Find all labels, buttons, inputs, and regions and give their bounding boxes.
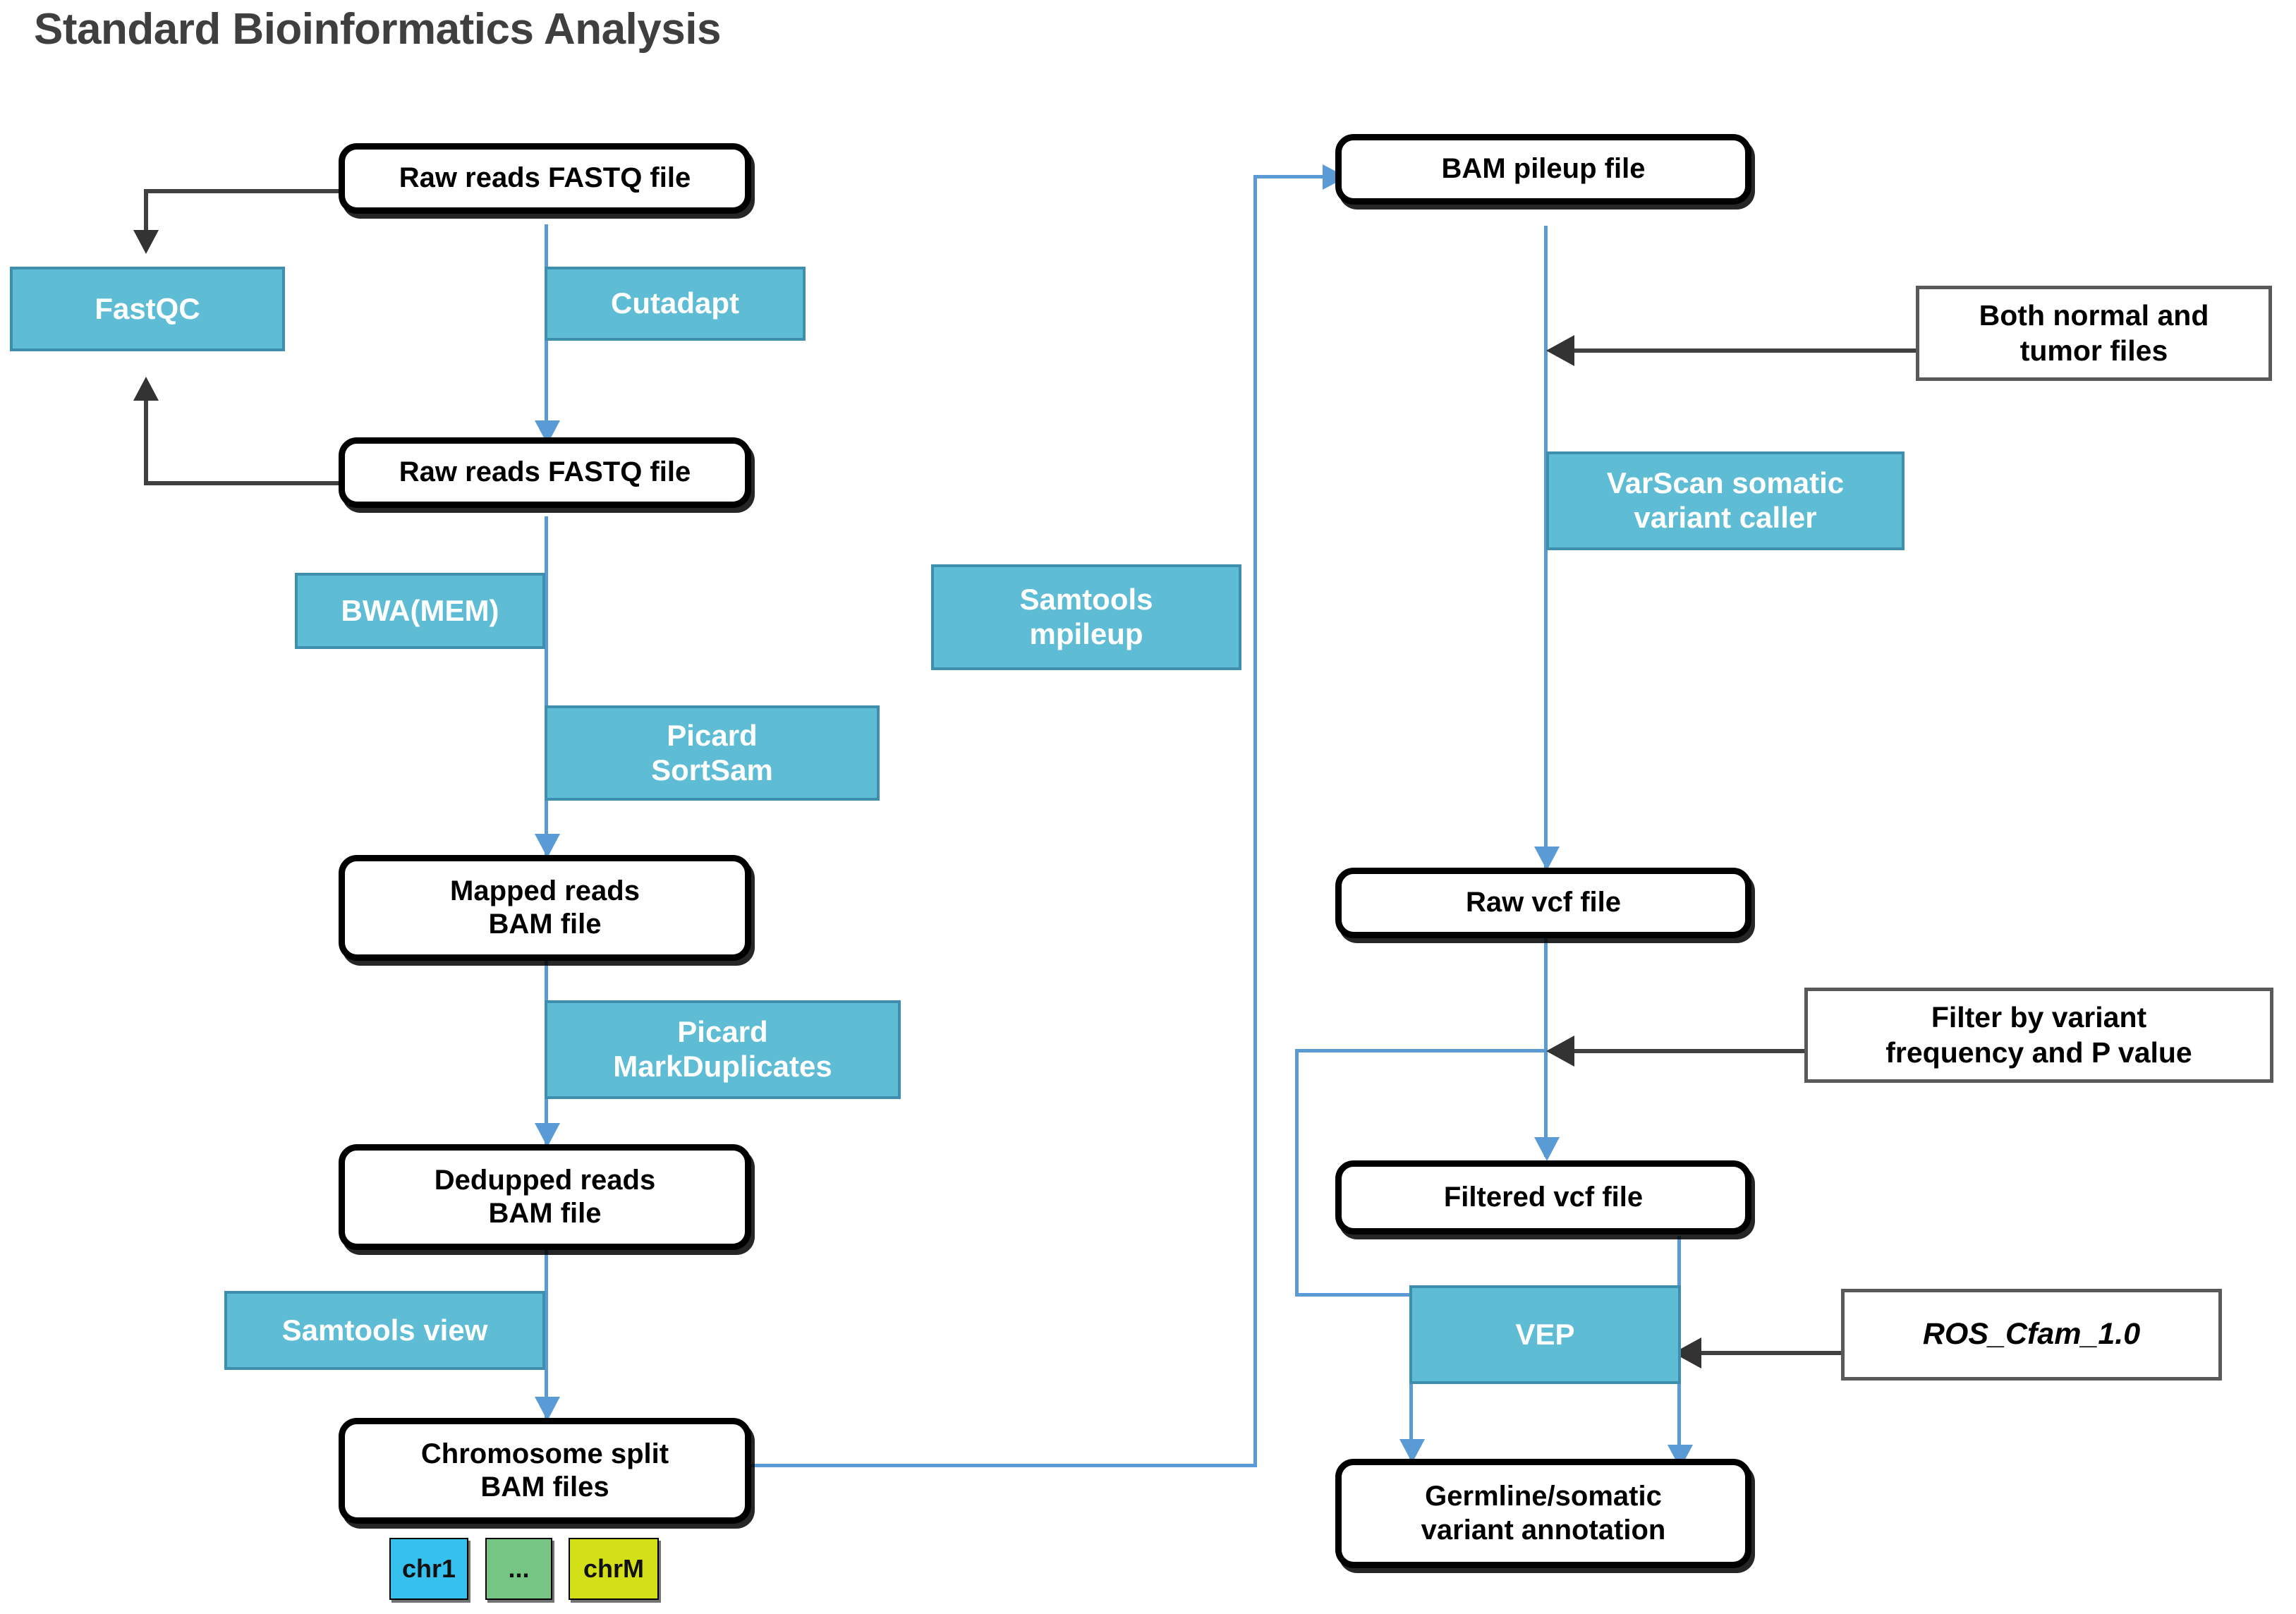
germline-somatic-line1: Germline/somatic: [1425, 1481, 1662, 1512]
mapped-reads-line2: BAM file: [488, 909, 602, 940]
node-raw-reads-fastq-1[interactable]: Raw reads FASTQ file: [339, 143, 751, 214]
connector-pileup-to-rawvcf: [1544, 226, 1548, 868]
varscan-line2: variant caller: [1634, 501, 1817, 534]
connector-fastq2-to-fastqc-vertical: [144, 399, 148, 485]
node-filter-by-variant-frequency[interactable]: Filter by variant frequency and P value: [1804, 988, 2273, 1083]
node-vep[interactable]: VEP: [1409, 1285, 1681, 1384]
node-samtools-view[interactable]: Samtools view: [224, 1291, 545, 1370]
connector-chromsplit-to-pileup-horizontal: [734, 1464, 1257, 1467]
filter-variant-line1: Filter by variant: [1931, 1001, 2147, 1034]
samtools-mpileup-line2: mpileup: [1029, 617, 1143, 650]
arrowhead-filtered-vcf: [1534, 1137, 1560, 1161]
connector-vcfstem-branch-top: [1295, 1049, 1546, 1052]
node-filtered-vcf-file[interactable]: Filtered vcf file: [1335, 1160, 1751, 1234]
arrowhead-chromosome-split: [535, 1397, 560, 1421]
connector-vcfstem-branch-right: [1295, 1293, 1413, 1297]
arrowhead-filter-variant: [1546, 1036, 1574, 1067]
node-samtools-mpileup[interactable]: Samtools mpileup: [931, 564, 1241, 670]
connector-vcfstem-branch-down: [1295, 1049, 1299, 1296]
chrom-split-line2: BAM files: [480, 1472, 609, 1503]
node-both-normal-and-tumor-files[interactable]: Both normal and tumor files: [1916, 286, 2272, 381]
node-cutadapt[interactable]: Cutadapt: [545, 267, 806, 341]
dedupped-line1: Dedupped reads: [434, 1164, 656, 1196]
dedupped-line2: BAM file: [488, 1198, 602, 1229]
node-mapped-reads-bam[interactable]: Mapped reads BAM file: [339, 855, 751, 961]
node-picard-sortsam[interactable]: Picard SortSam: [545, 705, 880, 801]
connector-pileup-entry-horizontal: [1253, 175, 1332, 178]
arrowhead-fastqc-bottom: [133, 377, 159, 401]
arrowhead-fastqc-top: [133, 230, 159, 254]
germline-somatic-line2: variant annotation: [1421, 1514, 1666, 1546]
picard-markdup-line2: MarkDuplicates: [613, 1050, 832, 1083]
connector-roscfam-to-vep: [1700, 1351, 1842, 1355]
connector-fastq2-to-fastqc-horizontal: [144, 481, 339, 485]
filter-variant-line2: frequency and P value: [1885, 1036, 2192, 1069]
normal-tumor-line1: Both normal and: [1979, 299, 2209, 332]
picard-sortsam-line1: Picard: [667, 718, 758, 752]
chrom-split-line1: Chromosome split: [420, 1438, 669, 1469]
connector-dedupped-to-chromsplit: [545, 1236, 548, 1418]
node-picard-markduplicates[interactable]: Picard MarkDuplicates: [545, 1000, 901, 1099]
node-bwa-mem[interactable]: BWA(MEM): [295, 573, 545, 649]
node-germline-somatic-variant-annotation[interactable]: Germline/somatic variant annotation: [1335, 1459, 1751, 1568]
node-dedupped-reads-bam[interactable]: Dedupped reads BAM file: [339, 1144, 751, 1250]
connector-normaltumor-to-pileup: [1573, 348, 1917, 353]
connector-rawvcf-to-filteredvcf: [1544, 938, 1548, 1157]
varscan-line1: VarScan somatic: [1606, 466, 1845, 500]
arrowhead-dedupped: [535, 1123, 560, 1147]
connector-fastq2-to-mapped: [545, 516, 548, 855]
picard-sortsam-line2: SortSam: [651, 753, 773, 787]
connector-vep-left-output: [1409, 1384, 1413, 1462]
page-title: Standard Bioinformatics Analysis: [34, 5, 721, 54]
mapped-reads-line1: Mapped reads: [450, 875, 640, 906]
node-bam-pileup-file[interactable]: BAM pileup file: [1335, 134, 1751, 205]
node-fastqc[interactable]: FastQC: [10, 267, 285, 351]
node-raw-reads-fastq-2[interactable]: Raw reads FASTQ file: [339, 437, 751, 508]
connector-fastq1-to-fastqc-horizontal: [144, 189, 339, 193]
chromosome-chip-chrm[interactable]: chrM: [569, 1538, 659, 1600]
chromosome-chip-ellipsis[interactable]: ...: [485, 1538, 552, 1600]
connector-fastq1-to-fastqc-vertical: [144, 189, 148, 234]
picard-markdup-line1: Picard: [677, 1015, 768, 1049]
node-raw-vcf-file[interactable]: Raw vcf file: [1335, 868, 1751, 938]
connector-chromsplit-to-pileup-vertical: [1253, 176, 1257, 1467]
arrowhead-raw-vcf: [1534, 847, 1560, 870]
samtools-mpileup-line1: Samtools: [1019, 583, 1153, 617]
node-chromosome-split-bam[interactable]: Chromosome split BAM files: [339, 1418, 751, 1524]
chromosome-chip-chr1[interactable]: chr1: [389, 1538, 468, 1600]
normal-tumor-line2: tumor files: [2019, 334, 2168, 367]
arrowhead-mapped-reads: [535, 834, 560, 858]
node-varscan-somatic-variant-caller[interactable]: VarScan somatic variant caller: [1546, 451, 1905, 550]
connector-filter-to-vcfstem: [1573, 1049, 1806, 1053]
node-ros-cfam-reference[interactable]: ROS_Cfam_1.0: [1841, 1289, 2222, 1381]
arrowhead-normal-tumor: [1546, 335, 1574, 366]
